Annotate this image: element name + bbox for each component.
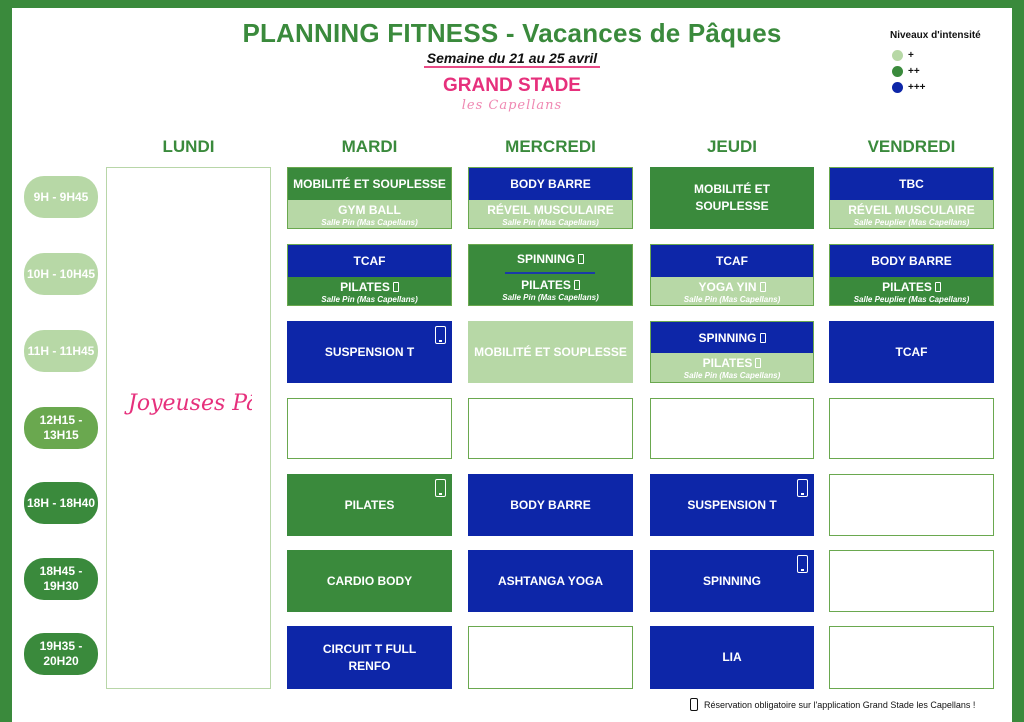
session-vendredi-6-empty	[829, 550, 994, 612]
light-dot-icon	[892, 49, 903, 61]
phone-icon	[392, 281, 399, 292]
phone-icon	[759, 332, 766, 343]
session-jeudi-1[interactable]: MOBILITÉ ET SOUPLESSE	[650, 167, 814, 229]
session-mardi-3[interactable]: SUSPENSION T	[287, 321, 452, 383]
week-subtitle: Semaine du 21 au 25 avril	[0, 50, 1024, 68]
brand-name: GRAND STADE	[443, 75, 581, 96]
session-mercredi-3[interactable]: MOBILITÉ ET SOUPLESSE	[468, 321, 633, 383]
phone-icon	[435, 479, 446, 497]
session-vendredi-3[interactable]: TCAF	[829, 321, 994, 383]
session-vendredi-5-empty	[829, 474, 994, 536]
svg-text:Joyeuses Pâques: Joyeuses Pâques	[124, 391, 252, 416]
phone-icon	[797, 555, 808, 573]
footer-note: Réservation obligatoire sur l'applicatio…	[690, 698, 975, 711]
session-mardi-6[interactable]: CARDIO BODY	[287, 550, 452, 612]
session-mercredi-7-empty	[468, 626, 633, 689]
session-jeudi-4-empty	[650, 398, 814, 459]
time-slot-3: 11H - 11H45	[24, 330, 98, 372]
lundi-column: Joyeuses Pâques	[106, 167, 271, 689]
session-jeudi-6[interactable]: SPINNING	[650, 550, 814, 612]
time-slot-1: 9H - 9H45	[24, 176, 98, 218]
session-mercredi-4-empty	[468, 398, 633, 459]
session-vendredi-7-empty	[829, 626, 994, 689]
legend-title: Niveaux d'intensité	[890, 30, 981, 41]
legend-item-mid: ++	[892, 63, 981, 79]
day-header-lundi: LUNDI	[162, 137, 215, 156]
phone-icon	[934, 281, 941, 292]
mid-dot-icon	[892, 65, 903, 77]
page-title: PLANNING FITNESS - Vacances de Pâques	[242, 18, 782, 48]
legend-item-dark: +++	[892, 79, 981, 95]
day-header-vendredi: VENDREDI	[867, 137, 956, 156]
phone-icon	[435, 326, 446, 344]
time-slot-6: 18H45 - 19H30	[24, 558, 98, 600]
session-jeudi-7[interactable]: LIA	[650, 626, 814, 689]
day-header-mercredi: MERCREDI	[505, 137, 596, 156]
phone-icon	[755, 358, 762, 368]
session-vendredi-4-empty	[829, 398, 994, 459]
phone-icon	[578, 254, 584, 264]
phone-icon	[690, 698, 698, 711]
session-mercredi-6[interactable]: ASHTANGA YOGA	[468, 550, 633, 612]
session-mardi-4-empty	[287, 398, 452, 459]
time-slot-7: 19H35 - 20H20	[24, 633, 98, 675]
easter-greeting: Joyeuses Pâques	[124, 391, 252, 416]
session-mercredi-5[interactable]: BODY BARRE	[468, 474, 633, 536]
brand-subname: les Capellans	[461, 98, 563, 113]
phone-icon	[573, 280, 580, 290]
session-jeudi-5[interactable]: SUSPENSION T	[650, 474, 814, 536]
divider	[505, 272, 595, 274]
time-slot-5: 18H - 18H40	[24, 482, 98, 524]
dark-dot-icon	[892, 81, 903, 93]
day-header-jeudi: JEUDI	[706, 137, 758, 156]
phone-icon	[759, 281, 766, 292]
time-slot-2: 10H - 10H45	[24, 253, 98, 295]
phone-icon	[797, 479, 808, 497]
intensity-legend: Niveaux d'intensité + ++ +++	[890, 30, 981, 95]
day-header-mardi: MARDI	[341, 137, 398, 156]
session-mardi-7[interactable]: CIRCUIT T FULL RENFO	[287, 626, 452, 689]
legend-item-light: +	[892, 47, 981, 63]
session-mardi-5[interactable]: PILATES	[287, 474, 452, 536]
time-slot-4: 12H15 - 13H15	[24, 407, 98, 449]
